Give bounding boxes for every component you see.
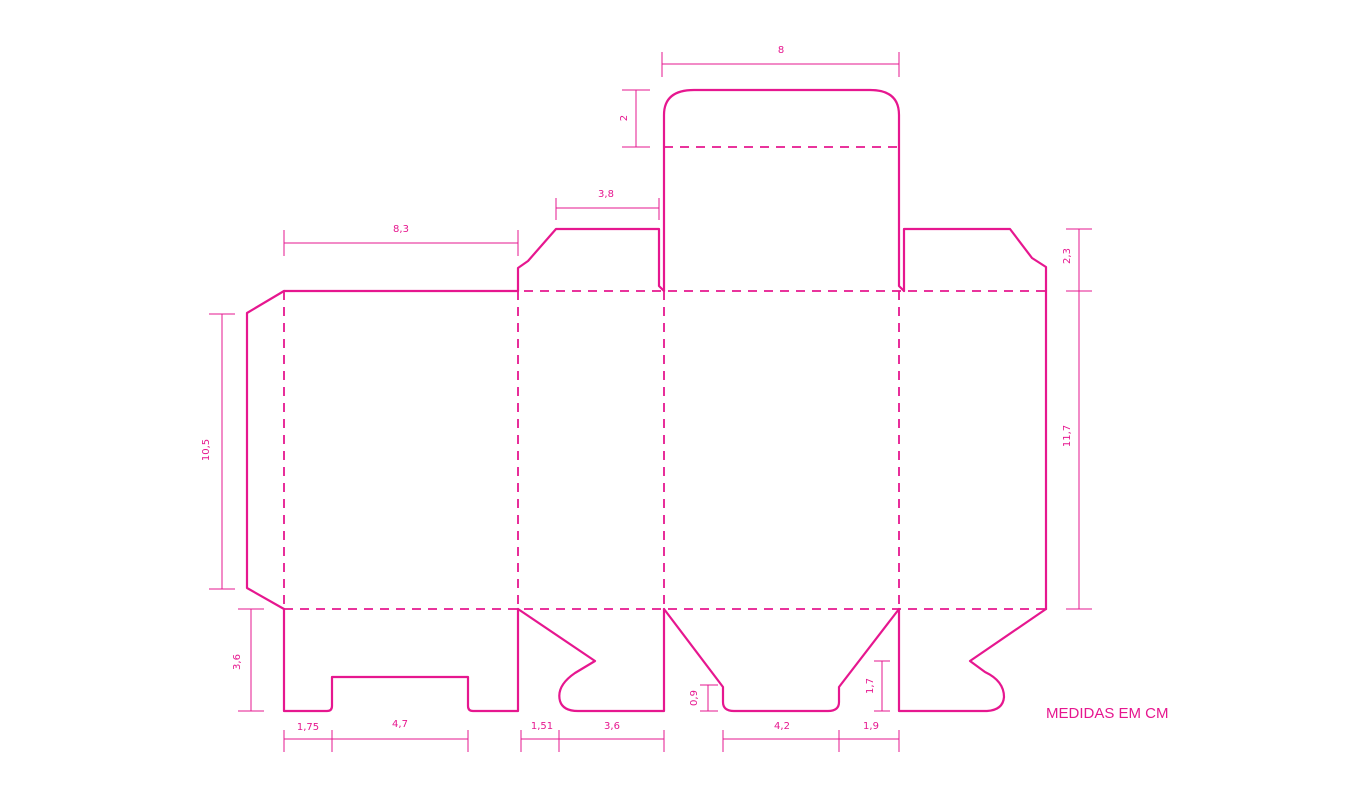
dim-line-bottom-mid-widths [520,730,665,752]
dimension-labels: 8 2 3,8 8,3 2,3 11,7 10,5 3,6 1,75 4,7 1… [201,45,1073,733]
dim-label-bottom-mid-margin: 1,51 [531,721,553,732]
dim-label-top-lid-width: 8 [778,45,784,56]
dim-label-bottom-left-tab: 4,7 [392,719,408,730]
cut-lines [245,88,1048,713]
left-top-flap-cut [516,227,666,293]
units-note: MEDIDAS EM CM [1046,705,1169,722]
dim-label-side-flap-width: 3,8 [598,189,614,200]
top-lid-cut [662,88,906,293]
dim-line-bottom-tab-depth [700,684,718,712]
dim-line-bottom-right-widths [722,730,900,752]
dim-line-bottom-left-height [238,608,264,712]
right-bottom-tab-cut [662,607,901,713]
dim-line-glue-flap-height [209,313,235,590]
dim-label-bottom-tab-depth: 0,9 [689,690,700,706]
glue-flap-cut [245,289,286,611]
dim-label-body-height: 11,7 [1062,425,1073,447]
dim-label-bottom-mid-width: 3,6 [604,721,620,732]
dim-line-bottom-left-widths [283,730,469,752]
fold-lines [283,146,1046,610]
mid-bottom-flap-cut [516,607,666,713]
dim-line-top-lid-height [622,89,650,148]
dim-label-top-lid-height: 2 [619,115,630,121]
dim-label-bottom-left-margin: 1,75 [297,722,319,733]
dim-label-bottom-right-height: 1,7 [865,678,876,694]
dim-label-bottom-right-margin: 1,9 [863,721,879,732]
right-top-flap-cut [902,227,1048,293]
dim-line-bottom-right-height [874,660,890,712]
left-bottom-flap-cut [282,607,520,713]
dim-line-top-lid-width [661,52,900,77]
dim-label-front-width: 8,3 [393,224,409,235]
dim-line-front-width [283,230,519,256]
dim-label-right-flap-height: 2,3 [1062,248,1073,264]
dim-label-glue-flap-height: 10,5 [201,439,212,461]
dim-label-bottom-right-tab: 4,2 [774,721,790,732]
dimension-lines [209,52,1092,752]
dim-label-bottom-left-height: 3,6 [232,654,243,670]
dim-line-body-height [1066,291,1092,610]
dim-line-side-flap-width [555,198,660,220]
far-right-bottom-flap-cut [897,607,1048,713]
